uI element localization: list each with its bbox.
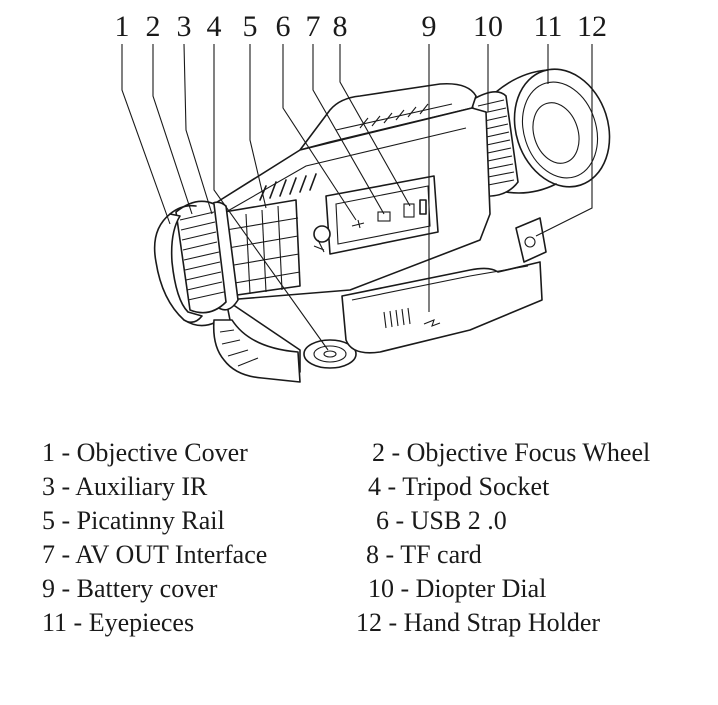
leader-5 (249, 44, 267, 209)
leader-4 (213, 44, 329, 351)
leader-2 (152, 44, 193, 215)
callout-1: 1 (115, 10, 130, 43)
callout-11: 11 (534, 10, 563, 43)
legend-item-3: 3 - Auxiliary IR (42, 472, 208, 501)
leader-3 (183, 43, 213, 215)
interface-panel-drawing (313, 175, 439, 255)
hand-strap-holder-drawing (515, 217, 547, 263)
legend-item-11: 11 - Eyepieces (42, 608, 195, 637)
leader-6 (282, 44, 357, 221)
tripod-socket-drawing (303, 339, 357, 369)
legend-item-6: 6 - USB 2 .0 (376, 506, 507, 535)
leader-8 (339, 44, 411, 207)
legend-item-8: 8 - TF card (366, 540, 482, 569)
bottom-grip-drawing (212, 319, 301, 383)
legend-item-2: 2 - Objective Focus Wheel (372, 438, 651, 467)
callout-numbers: 1 2 3 4 5 6 7 8 9 10 11 12 (115, 10, 608, 43)
legend-item-5: 5 - Picatinny Rail (42, 506, 225, 535)
legend-item-9: 9 - Battery cover (42, 574, 218, 603)
callout-9: 9 (422, 10, 437, 43)
callout-5: 5 (243, 10, 258, 43)
leader-lines (121, 43, 593, 351)
callout-2: 2 (146, 10, 161, 43)
callout-7: 7 (306, 10, 321, 43)
callout-10: 10 (473, 10, 503, 43)
device-diagram: 1 2 3 4 5 6 7 8 9 10 11 12 (115, 10, 611, 383)
callout-12: 12 (577, 10, 607, 43)
legend-item-12: 12 - Hand Strap Holder (356, 608, 601, 637)
parts-legend: 1 - Objective Cover 2 - Objective Focus … (0, 428, 718, 658)
battery-cover-drawing (341, 261, 543, 354)
eyepiece-drawing (495, 68, 611, 194)
objective-focus-wheel-drawing (175, 200, 227, 314)
callout-3: 3 (177, 10, 192, 43)
callout-4: 4 (207, 10, 222, 43)
legend-item-10: 10 - Diopter Dial (368, 574, 547, 603)
leader-1 (121, 44, 171, 225)
leader-7 (312, 44, 385, 215)
legend-item-4: 4 - Tripod Socket (368, 472, 550, 501)
legend-item-7: 7 - AV OUT Interface (42, 540, 268, 569)
callout-8: 8 (333, 10, 348, 43)
callout-6: 6 (276, 10, 291, 43)
leader-12 (535, 44, 593, 237)
legend-item-1: 1 - Objective Cover (42, 438, 248, 467)
night-vision-monocular-drawing (153, 68, 611, 383)
